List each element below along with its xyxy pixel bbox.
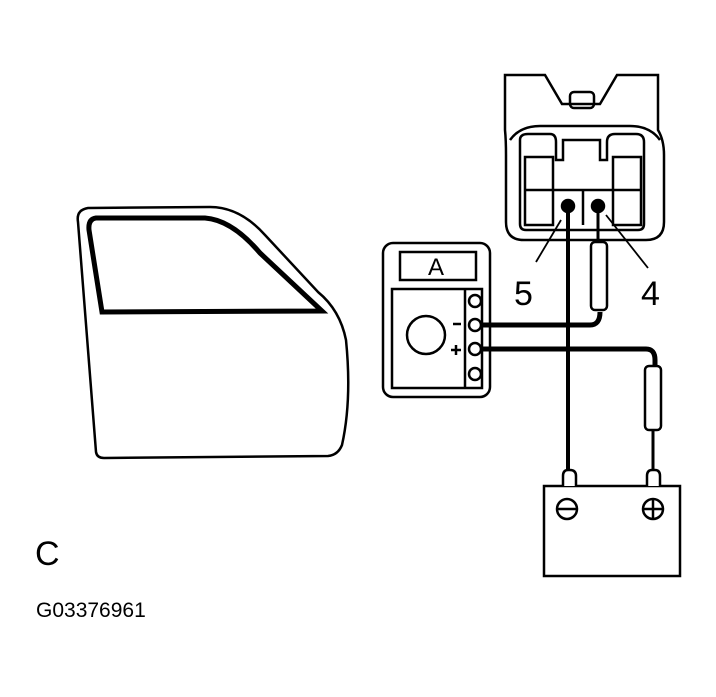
ammeter-body xyxy=(381,241,492,399)
car-door xyxy=(76,205,350,460)
ammeter-jack-negative xyxy=(467,317,483,333)
view-label: C xyxy=(35,535,60,573)
probes xyxy=(589,240,663,432)
ammeter-jack-positive xyxy=(467,341,483,357)
terminal-4-label: 4 xyxy=(641,275,660,313)
battery-negative-icon xyxy=(555,497,579,521)
ammeter-jack-1 xyxy=(467,293,483,309)
probe-battery-positive xyxy=(643,364,663,432)
figure-id: G03376961 xyxy=(36,599,146,622)
ammeter-jack-4 xyxy=(467,366,483,382)
wire-ammeter-negative-to-terminal-4 xyxy=(481,311,603,328)
connector xyxy=(503,73,666,242)
battery-post-negative xyxy=(561,468,578,486)
door-outline xyxy=(76,205,350,460)
battery-positive-icon xyxy=(641,497,665,521)
connector-cavity xyxy=(518,132,646,232)
ammeter-dial xyxy=(405,314,447,356)
battery-post-positive xyxy=(645,468,662,486)
ammeter-polarity xyxy=(451,322,461,355)
ammeter-panel xyxy=(390,287,484,390)
leader-lines xyxy=(535,214,649,269)
wires xyxy=(481,206,658,478)
ammeter-display xyxy=(398,250,478,282)
battery-body xyxy=(542,484,682,578)
probe-terminal-4 xyxy=(589,240,609,312)
connector-lock-tab xyxy=(568,90,596,110)
terminal-5-label: 5 xyxy=(514,275,533,313)
ammeter-display-unit: A xyxy=(428,254,445,281)
battery xyxy=(542,468,682,578)
connector-housing xyxy=(503,73,666,242)
connector-inner-edge xyxy=(508,124,662,141)
door-window-frame xyxy=(86,215,329,315)
wire-ammeter-positive-to-probe xyxy=(481,346,658,366)
ammeter xyxy=(381,241,492,399)
